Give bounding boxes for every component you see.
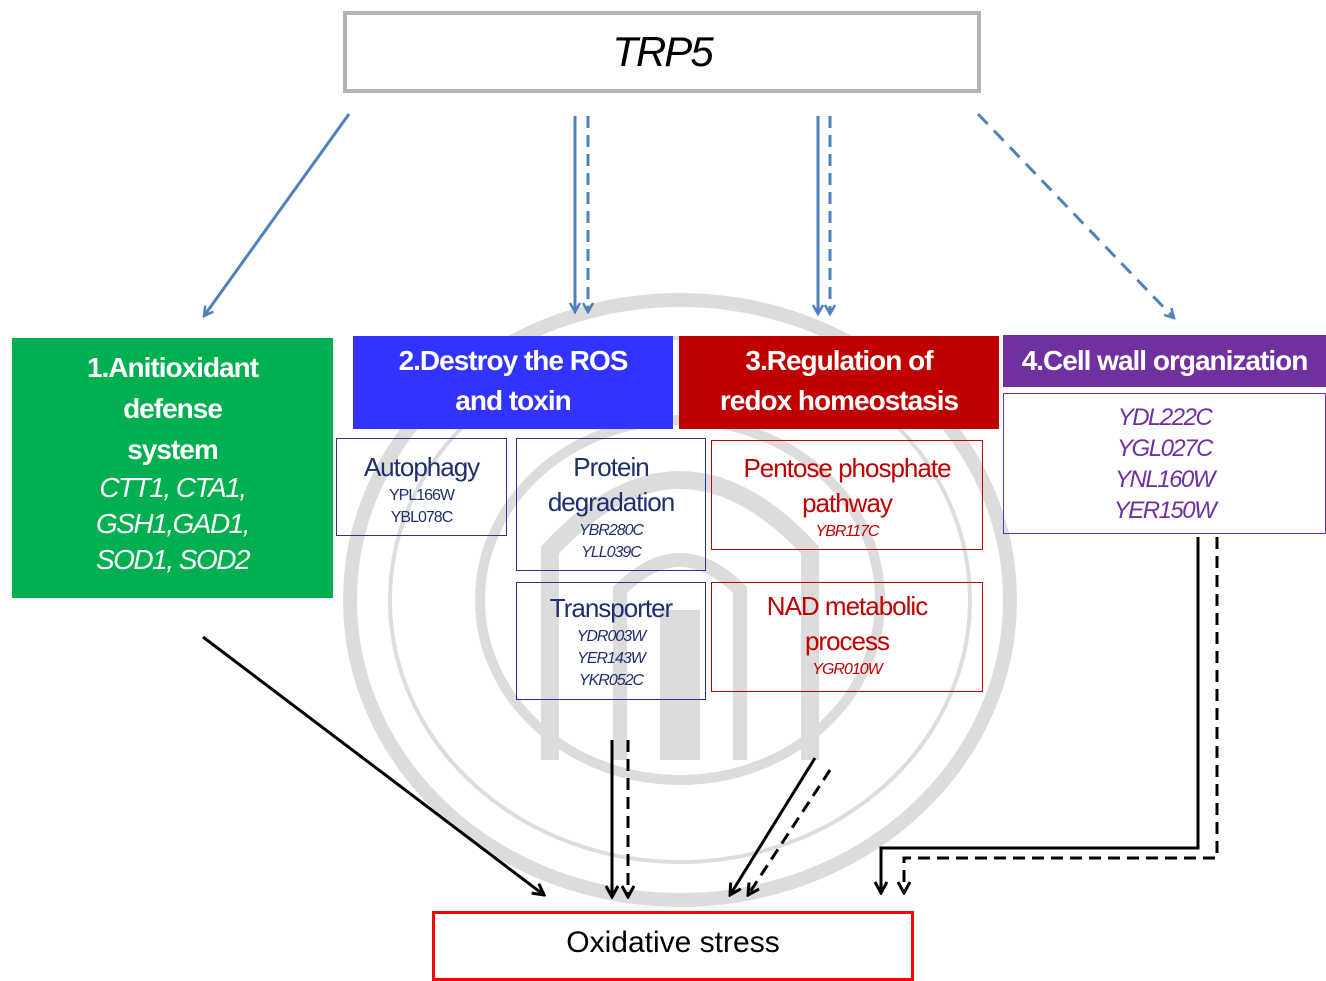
category-title-line: redox homeostasis	[719, 385, 959, 416]
gene-id: YER150W	[1113, 497, 1217, 524]
subprocess-label: Pentose phosphate	[743, 453, 951, 483]
trp5-gene-box: TRP5	[343, 11, 981, 93]
category-title-line: and toxin	[455, 385, 571, 416]
gene-id: YNL160W	[1115, 466, 1215, 493]
subprocess-label: process	[804, 626, 890, 656]
trp5-gene-label: TRP5	[612, 28, 713, 75]
cell-wall-gene-list: YDL222C YGL027C YNL160W YER150W	[1003, 393, 1326, 534]
bottom-arrows	[202, 537, 1219, 897]
category-title-line: 3.Regulation of	[745, 345, 933, 376]
subprocess-pentose-phosphate: Pentose phosphate pathway YBR117C	[711, 440, 983, 550]
gene-id: YGL027C	[1117, 435, 1213, 462]
gene-list-line: GSH1,GAD1,	[95, 508, 251, 539]
gene-id: YBR280C	[578, 522, 644, 539]
arrow-cellwall-to-stress-dashed	[904, 537, 1219, 893]
category-title-line: defense	[123, 393, 223, 424]
gene-id: YLL039C	[581, 544, 642, 561]
arrow-cellwall-to-stress-solid	[881, 537, 1200, 893]
category-redox-homeostasis: 3.Regulation of redox homeostasis	[679, 336, 999, 429]
subprocess-transporter: Transporter YDR003W YER143W YKR052C	[516, 582, 706, 700]
oxidative-stress-box: Oxidative stress	[432, 911, 914, 981]
arrow-redox-to-stress-dashed	[748, 769, 832, 895]
category-destroy-ros: 2.Destroy the ROS and toxin	[353, 336, 673, 429]
oxidative-stress-label: Oxidative stress	[566, 926, 780, 959]
gene-id: YKR052C	[578, 672, 644, 689]
category-title-line: 1.Anitioxidant	[86, 352, 259, 383]
subprocess-protein-degradation: Protein degradation YBR280C YLL039C	[516, 438, 706, 571]
arrow-to-cellwall-dashed	[976, 112, 1174, 318]
top-arrows	[204, 112, 1174, 318]
subprocess-label: degradation	[547, 487, 675, 517]
category-cell-wall: 4.Cell wall organization	[1003, 335, 1326, 387]
arrow-to-antioxidant	[204, 113, 351, 316]
gene-id: YBR117C	[815, 523, 880, 540]
gene-list-line: SOD1, SOD2	[95, 544, 251, 575]
subprocess-nad-metabolic: NAD metabolic process YGR010W	[711, 582, 983, 692]
subprocess-autophagy: Autophagy YPL166W YBL078C	[336, 438, 507, 536]
category-antioxidant-defense: 1.Anitioxidant defense system CTT1, CTA1…	[12, 338, 333, 598]
gene-id: YDR003W	[576, 628, 647, 645]
subprocess-label: pathway	[802, 488, 893, 518]
gene-list-line: CTT1, CTA1,	[99, 472, 247, 503]
subprocess-label: NAD metabolic	[766, 591, 928, 621]
gene-id: YPL166W	[388, 487, 455, 504]
category-title-line: system	[127, 434, 219, 465]
arrow-antioxidant-to-stress	[202, 635, 544, 895]
gene-id: YDL222C	[1117, 404, 1213, 431]
subprocess-label: Autophagy	[363, 452, 480, 482]
category-title-line: 2.Destroy the ROS	[398, 345, 629, 376]
gene-id: YGR010W	[812, 661, 882, 678]
subprocess-label: Protein	[573, 452, 649, 482]
gene-id: YBL078C	[390, 509, 454, 526]
gene-id: YER143W	[577, 650, 646, 667]
subprocess-label: Transporter	[549, 593, 673, 623]
category-title-line: 4.Cell wall organization	[1021, 345, 1309, 376]
arrow-redox-to-stress-solid	[730, 757, 817, 895]
